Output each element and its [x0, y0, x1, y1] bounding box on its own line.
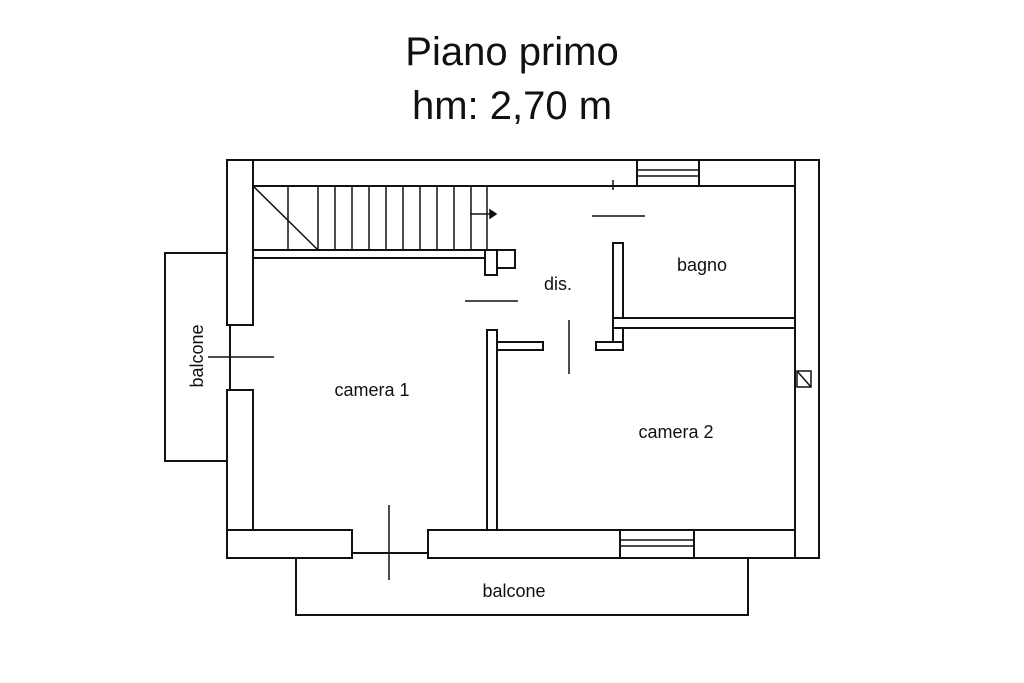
plan-height: hm: 2,70 m — [411, 84, 613, 128]
wall-top — [226, 159, 820, 187]
label-bagno: bagno — [677, 255, 727, 275]
label-dis: dis. — [544, 274, 572, 294]
wall-right — [794, 159, 820, 559]
wall-bath-bottom — [612, 317, 796, 329]
window-bottom — [619, 529, 695, 559]
wall-bath-left — [612, 242, 624, 351]
door-lines — [208, 180, 645, 580]
wall-stair-stub — [496, 249, 516, 269]
wall-bath-stub — [595, 341, 624, 351]
wall-stair-landing — [252, 249, 500, 259]
wall-left-upper — [226, 159, 254, 326]
vent-box — [796, 370, 812, 388]
wall-stair-post — [484, 249, 498, 276]
wall-cam2-left — [486, 329, 498, 531]
label-camera-2: camera 2 — [638, 422, 713, 442]
staircase — [252, 185, 498, 251]
wall-cam2-stub — [496, 341, 544, 351]
wall-bottom-left — [226, 529, 353, 559]
window-top — [636, 159, 700, 187]
label-balcone-left: balcone — [187, 324, 207, 387]
balcony-bottom — [295, 552, 749, 616]
label-balcone-bottom: balcone — [482, 581, 545, 601]
plan-title: Piano primo — [405, 30, 619, 74]
label-camera-1: camera 1 — [334, 380, 409, 400]
